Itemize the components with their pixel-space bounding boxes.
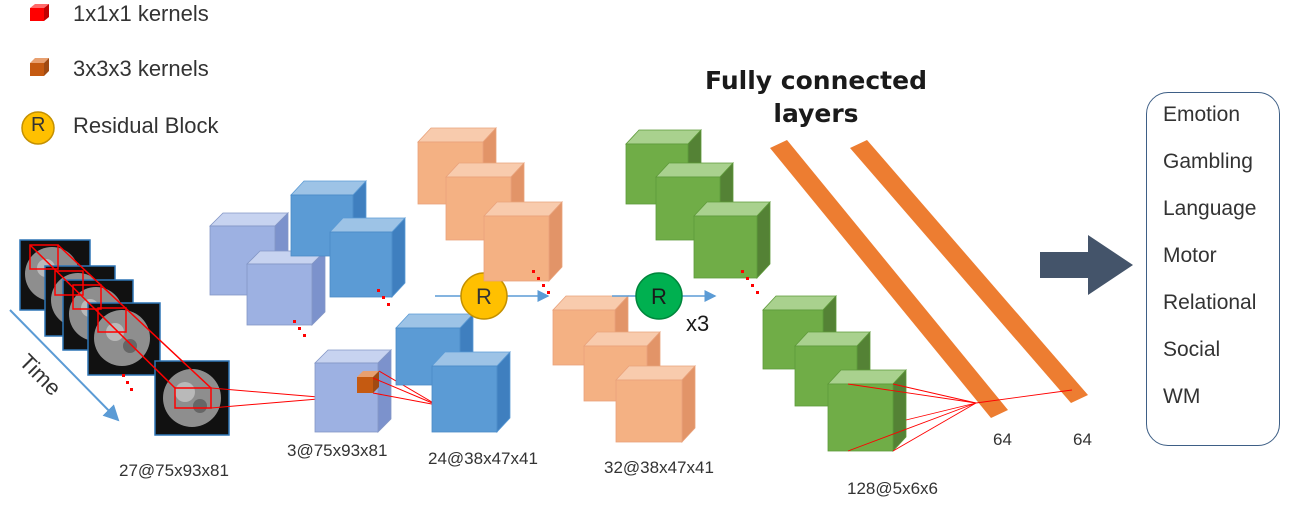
fc-title: Fully connected layers	[705, 66, 927, 128]
conv3-cube-3	[483, 200, 563, 283]
legend-3x3x3-label: 3x3x3 kernels	[73, 56, 209, 81]
conv4-cubes	[625, 128, 907, 453]
legend-residual-symbol: R	[31, 114, 46, 136]
conv2-dots	[377, 289, 390, 306]
conv1-kernel-cube-icon	[357, 371, 379, 393]
input-kernel-outlines	[29, 244, 212, 409]
conv3-dots	[532, 270, 550, 294]
fc-layer-1-bar	[770, 140, 1008, 418]
output-class-wm: WM	[1163, 385, 1201, 408]
output-arrow-icon	[1040, 235, 1133, 295]
conv3-dims-label: 32@38x47x41	[604, 458, 714, 477]
conv1-dots	[293, 320, 306, 337]
time-label: Time	[14, 349, 66, 401]
residual-block-2-symbol: R	[651, 284, 667, 309]
input-slice-5	[154, 360, 230, 436]
conv1-cube-3	[314, 349, 392, 433]
legend-residual-label: Residual Block	[73, 113, 219, 138]
conv1-to-conv2-lines	[372, 370, 438, 406]
residual-block-1-symbol: R	[476, 284, 492, 309]
input-to-conv1-lines	[210, 387, 331, 409]
output-class-gambling: Gambling	[1163, 150, 1253, 173]
conv4-to-fc-lines	[847, 383, 1073, 452]
conv2-cube-2	[329, 216, 406, 299]
fc-layer-2-bar	[850, 140, 1088, 403]
conv4-dims-label: 128@5x6x6	[847, 479, 938, 498]
conv3-cube-6	[615, 364, 696, 444]
fc-units-2-label: 64	[1073, 430, 1092, 449]
legend-red-cube-icon	[30, 4, 49, 21]
output-class-motor: Motor	[1163, 244, 1217, 267]
input-continuation-dots	[122, 374, 133, 391]
output-class-relational: Relational	[1163, 291, 1257, 314]
conv2-dims-label: 24@38x47x41	[428, 449, 538, 468]
output-classes-box	[1146, 92, 1280, 446]
conv3-cubes	[417, 126, 696, 444]
conv4-cube-3	[693, 200, 771, 280]
residual-repeat-label: x3	[686, 311, 709, 336]
fc-units-1-label: 64	[993, 430, 1012, 449]
residual-block-2-icon	[635, 272, 683, 320]
conv2-cubes	[290, 179, 511, 434]
output-class-emotion: Emotion	[1163, 103, 1241, 126]
conv1-cubes	[209, 212, 392, 433]
conv1-cube-2	[246, 250, 326, 326]
output-class-language: Language	[1163, 197, 1257, 220]
input-volume-stack	[19, 239, 230, 436]
legend-residual-icon	[21, 111, 55, 145]
conv1-dims-label: 3@75x93x81	[287, 441, 388, 460]
conv4-dots	[741, 270, 759, 294]
legend-1x1x1-label: 1x1x1 kernels	[73, 1, 209, 26]
output-class-social: Social	[1163, 338, 1221, 361]
time-arrow	[9, 309, 120, 422]
conv2-cube-4	[431, 350, 511, 434]
conv4-cube-6	[827, 368, 907, 453]
input-dims-label: 27@75x93x81	[119, 461, 229, 480]
legend-orange-cube-icon	[30, 58, 49, 76]
